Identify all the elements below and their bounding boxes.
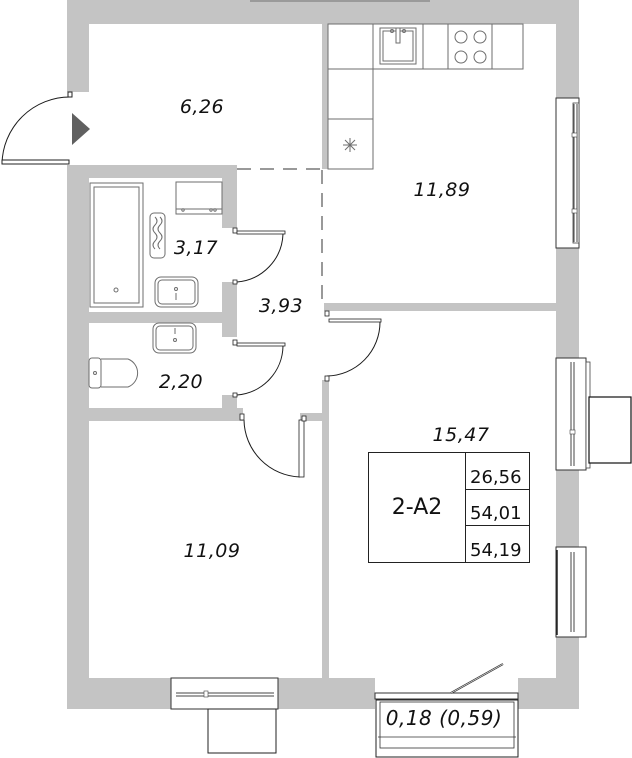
room-area-toilet: 2,20 — [158, 371, 204, 393]
unit-code: 2-A2 — [369, 453, 466, 562]
toilet-door[interactable] — [232, 339, 286, 398]
balcony — [374, 663, 519, 758]
room-area-balcony: 0,18 (0,59) — [385, 706, 503, 730]
bathroom-door[interactable] — [232, 227, 286, 285]
room-area-kitchen: 11,89 — [413, 179, 471, 201]
washing-machine-icon — [175, 181, 223, 215]
bathtub-icon — [89, 182, 144, 308]
zone-dividers — [237, 168, 323, 300]
area-totals: 26,56 54,01 54,19 — [466, 453, 529, 562]
sink-icon — [379, 27, 417, 65]
bedroom-window — [170, 677, 279, 754]
walls — [67, 0, 579, 709]
kitchen-window — [555, 97, 580, 249]
towel-rail-icon — [149, 212, 166, 259]
stove-icon — [454, 30, 487, 64]
washbasin-icon — [152, 322, 197, 354]
room-area-bedroom: 11,09 — [183, 540, 241, 562]
entry-door[interactable] — [1, 91, 73, 165]
room-area-corridor: 3,93 — [258, 295, 304, 317]
fan-icon — [343, 138, 357, 152]
entry-arrow-icon — [72, 113, 90, 145]
living-area-value: 26,56 — [466, 453, 529, 490]
room-area-hallway: 6,26 — [179, 96, 225, 118]
total-area-with-balcony-value: 54,19 — [470, 540, 522, 562]
living-room-window-2 — [555, 546, 587, 638]
balcony-ledge — [588, 396, 632, 464]
bedroom-door[interactable] — [239, 413, 307, 478]
toilet-icon — [88, 357, 139, 389]
top-edge — [250, 0, 430, 2]
washbasin-icon — [154, 276, 199, 308]
kitchen-counter — [327, 23, 524, 170]
total-area-value: 54,01 — [466, 490, 529, 527]
room-area-bathroom: 3,17 — [173, 237, 219, 259]
living-room-window-1 — [555, 357, 591, 471]
room-area-living-room: 15,47 — [432, 424, 490, 446]
apartment-info-box: 2-A2 26,56 54,01 54,19 — [368, 452, 530, 563]
living-room-door[interactable] — [324, 310, 382, 382]
